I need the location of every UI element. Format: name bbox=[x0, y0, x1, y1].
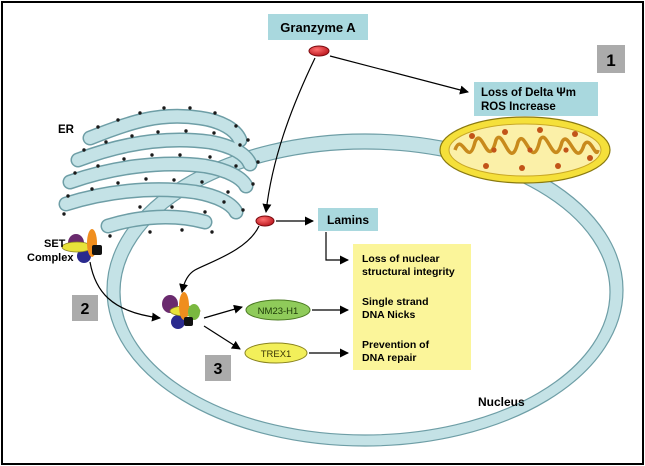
set-complex-nucleus bbox=[162, 292, 201, 329]
badge-2 bbox=[72, 295, 98, 321]
granzyme-a-molecule bbox=[308, 45, 330, 57]
effect-2-line2: DNA Nicks bbox=[362, 309, 415, 321]
mito-effect-line2: ROS Increase bbox=[481, 101, 556, 113]
effect-3-line1: Prevention of bbox=[362, 339, 430, 351]
badge-1-label: 1 bbox=[606, 51, 615, 70]
arrow-granzyme-to-nucleus bbox=[262, 57, 316, 213]
arrow-granzyme-to-mito bbox=[329, 55, 469, 95]
nm23-h1-label: NM23-H1 bbox=[258, 306, 299, 317]
badge-3 bbox=[205, 355, 231, 381]
effect-3-line2: DNA repair bbox=[362, 352, 416, 364]
arrow-lamins-to-effect bbox=[325, 232, 349, 265]
mitochondrion bbox=[439, 116, 611, 184]
trex1-label: TREX1 bbox=[261, 349, 292, 360]
mito-effect-box bbox=[474, 82, 598, 116]
badge-1 bbox=[597, 45, 625, 73]
effect-1-line1: Loss of nuclear bbox=[362, 253, 440, 265]
lamins-label: Lamins bbox=[327, 213, 369, 227]
effect-2-line1: Single strand bbox=[362, 296, 429, 308]
er-structure bbox=[58, 106, 260, 238]
er-label: ER bbox=[58, 124, 75, 136]
arrow-set-to-nucleus bbox=[89, 261, 161, 322]
effect-1-line2: structural integrity bbox=[362, 266, 455, 278]
nucleus-label: Nucleus bbox=[478, 395, 525, 409]
set-label-line2: Complex bbox=[27, 252, 74, 264]
granzyme-a-label: Granzyme A bbox=[280, 20, 356, 35]
arrow-set-to-nm23 bbox=[203, 304, 243, 319]
granzyme-a-label-box bbox=[268, 14, 368, 40]
effects-panel bbox=[353, 244, 471, 370]
trex1-molecule bbox=[244, 342, 308, 364]
arrow-granzyme-to-set bbox=[179, 225, 260, 293]
lamins-label-box bbox=[318, 208, 378, 231]
set-label-line1: SET bbox=[44, 238, 66, 250]
nm23-h1-molecule bbox=[245, 299, 311, 321]
set-complex-er bbox=[61, 229, 102, 263]
arrows bbox=[89, 55, 469, 358]
badge-3-label: 3 bbox=[214, 361, 223, 378]
arrow-set-to-trex1 bbox=[203, 325, 241, 350]
mito-effect-line1: Loss of Delta Ψm bbox=[481, 87, 576, 99]
badge-2-label: 2 bbox=[81, 301, 90, 318]
granzyme-a-nuclear-molecule bbox=[255, 215, 275, 227]
